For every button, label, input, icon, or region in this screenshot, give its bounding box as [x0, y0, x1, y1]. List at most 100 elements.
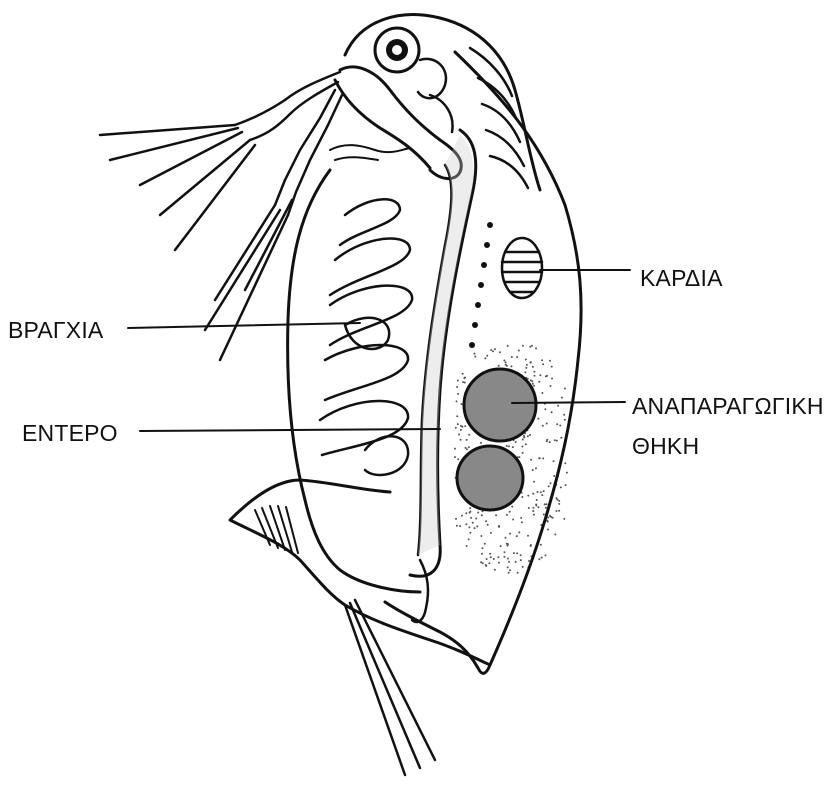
stipple-dot: [485, 520, 487, 522]
stipple-dot: [488, 562, 490, 564]
stipple-dot: [535, 347, 537, 349]
stipple-dot: [520, 517, 522, 519]
stipple-dot: [564, 388, 566, 390]
stipple-dot: [530, 459, 532, 461]
stipple-dot: [459, 525, 461, 527]
stipple-dot: [508, 572, 510, 574]
stipple-dot: [558, 510, 560, 512]
stipple-dot: [548, 485, 550, 487]
mandible-area: [330, 145, 410, 160]
stipple-dot: [551, 378, 553, 380]
stipple-dot: [564, 419, 566, 421]
stipple-dot: [558, 503, 560, 505]
stipple-dot: [542, 363, 544, 365]
compound-eye: [375, 28, 419, 72]
stipple-dot: [477, 512, 479, 514]
stipple-dot: [498, 562, 500, 564]
stipple-dot: [462, 381, 464, 383]
stipple-dot: [456, 400, 458, 402]
stipple-dot: [541, 359, 543, 361]
stipple-dot: [525, 443, 527, 445]
stipple-dot: [556, 440, 558, 442]
stipple-dot: [532, 383, 534, 385]
antenna-base: [340, 67, 461, 179]
stipple-dot: [518, 350, 520, 352]
stipple-dot: [566, 472, 568, 474]
stipple-dot: [535, 467, 537, 469]
stipple-dot: [474, 356, 476, 358]
stipple-dot: [536, 499, 538, 501]
stipple-dot: [507, 566, 509, 568]
dorsal-beads: [469, 222, 493, 348]
stipple-dot: [527, 435, 529, 437]
stipple-dot: [553, 475, 555, 477]
stipple-dot: [517, 572, 519, 574]
stipple-dot: [546, 423, 548, 425]
stipple-dot: [504, 551, 506, 553]
stipple-dot: [541, 557, 543, 559]
stipple-dot: [543, 513, 545, 515]
stipple-dot: [480, 442, 482, 444]
stipple-dot: [466, 439, 468, 441]
stipple-dot: [460, 425, 462, 427]
stipple-dot: [503, 360, 505, 362]
stipple-dot: [528, 560, 530, 562]
stipple-dot: [556, 497, 558, 499]
stipple-dot: [564, 462, 566, 464]
spines: [255, 506, 298, 553]
stipple-dot: [464, 382, 466, 384]
stipple-dot: [508, 561, 510, 563]
stipple-dot: [539, 374, 541, 376]
stipple-dot: [542, 425, 544, 427]
stipple-dot: [473, 353, 475, 355]
stipple-dot: [559, 425, 561, 427]
stipple-dot: [509, 511, 511, 513]
stipple-dot: [515, 561, 517, 563]
stipple-dot: [551, 411, 553, 413]
stipple-dot: [494, 348, 496, 350]
stipple-dot: [561, 397, 563, 399]
stipple-dot: [466, 545, 468, 547]
stipple-dot: [461, 515, 463, 517]
stipple-dot: [500, 545, 502, 547]
stipple-dot: [540, 491, 542, 493]
stipple-dot: [560, 486, 562, 488]
head-inner: [430, 95, 453, 132]
stipple-dot: [486, 558, 488, 560]
stipple-dot: [523, 435, 525, 437]
stipple-dot: [465, 447, 467, 449]
stipple-dot: [512, 519, 514, 521]
stipple-dot: [553, 460, 555, 462]
stipple-dot: [506, 514, 508, 516]
stipple-dot: [533, 514, 535, 516]
stipple-dot: [474, 527, 476, 529]
stipple-dot: [490, 532, 492, 534]
stipple-dot: [498, 365, 500, 367]
stipple-dot: [529, 346, 531, 348]
stipple-dot: [454, 456, 456, 458]
stipple-dot: [537, 506, 539, 508]
stipple-dot: [516, 535, 518, 537]
stipple-dot: [499, 351, 501, 353]
stipple-dot: [541, 494, 543, 496]
stipple-dot: [520, 554, 522, 556]
stipple-dot: [508, 445, 510, 447]
stipple-dot: [464, 425, 466, 427]
stipple-dot: [463, 377, 465, 379]
stipple-dot: [456, 415, 458, 417]
stipple-dot: [498, 525, 500, 527]
stipple-dot: [546, 440, 548, 442]
stipple-dot: [480, 535, 482, 537]
stipple-dot: [458, 434, 460, 436]
stipple-dot: [484, 543, 486, 545]
reproductive-label-line2: ΘΗΚΗ: [632, 426, 824, 466]
stipple-dot: [527, 535, 529, 537]
stipple-dot: [490, 556, 492, 558]
stipple-dot: [522, 452, 524, 454]
stipple-dot: [533, 385, 535, 387]
stipple-dot: [533, 371, 535, 373]
stipple-dot: [531, 345, 533, 347]
stipple-dot: [532, 510, 534, 512]
stipple-dot: [563, 518, 565, 520]
stipple-dot: [539, 457, 541, 459]
